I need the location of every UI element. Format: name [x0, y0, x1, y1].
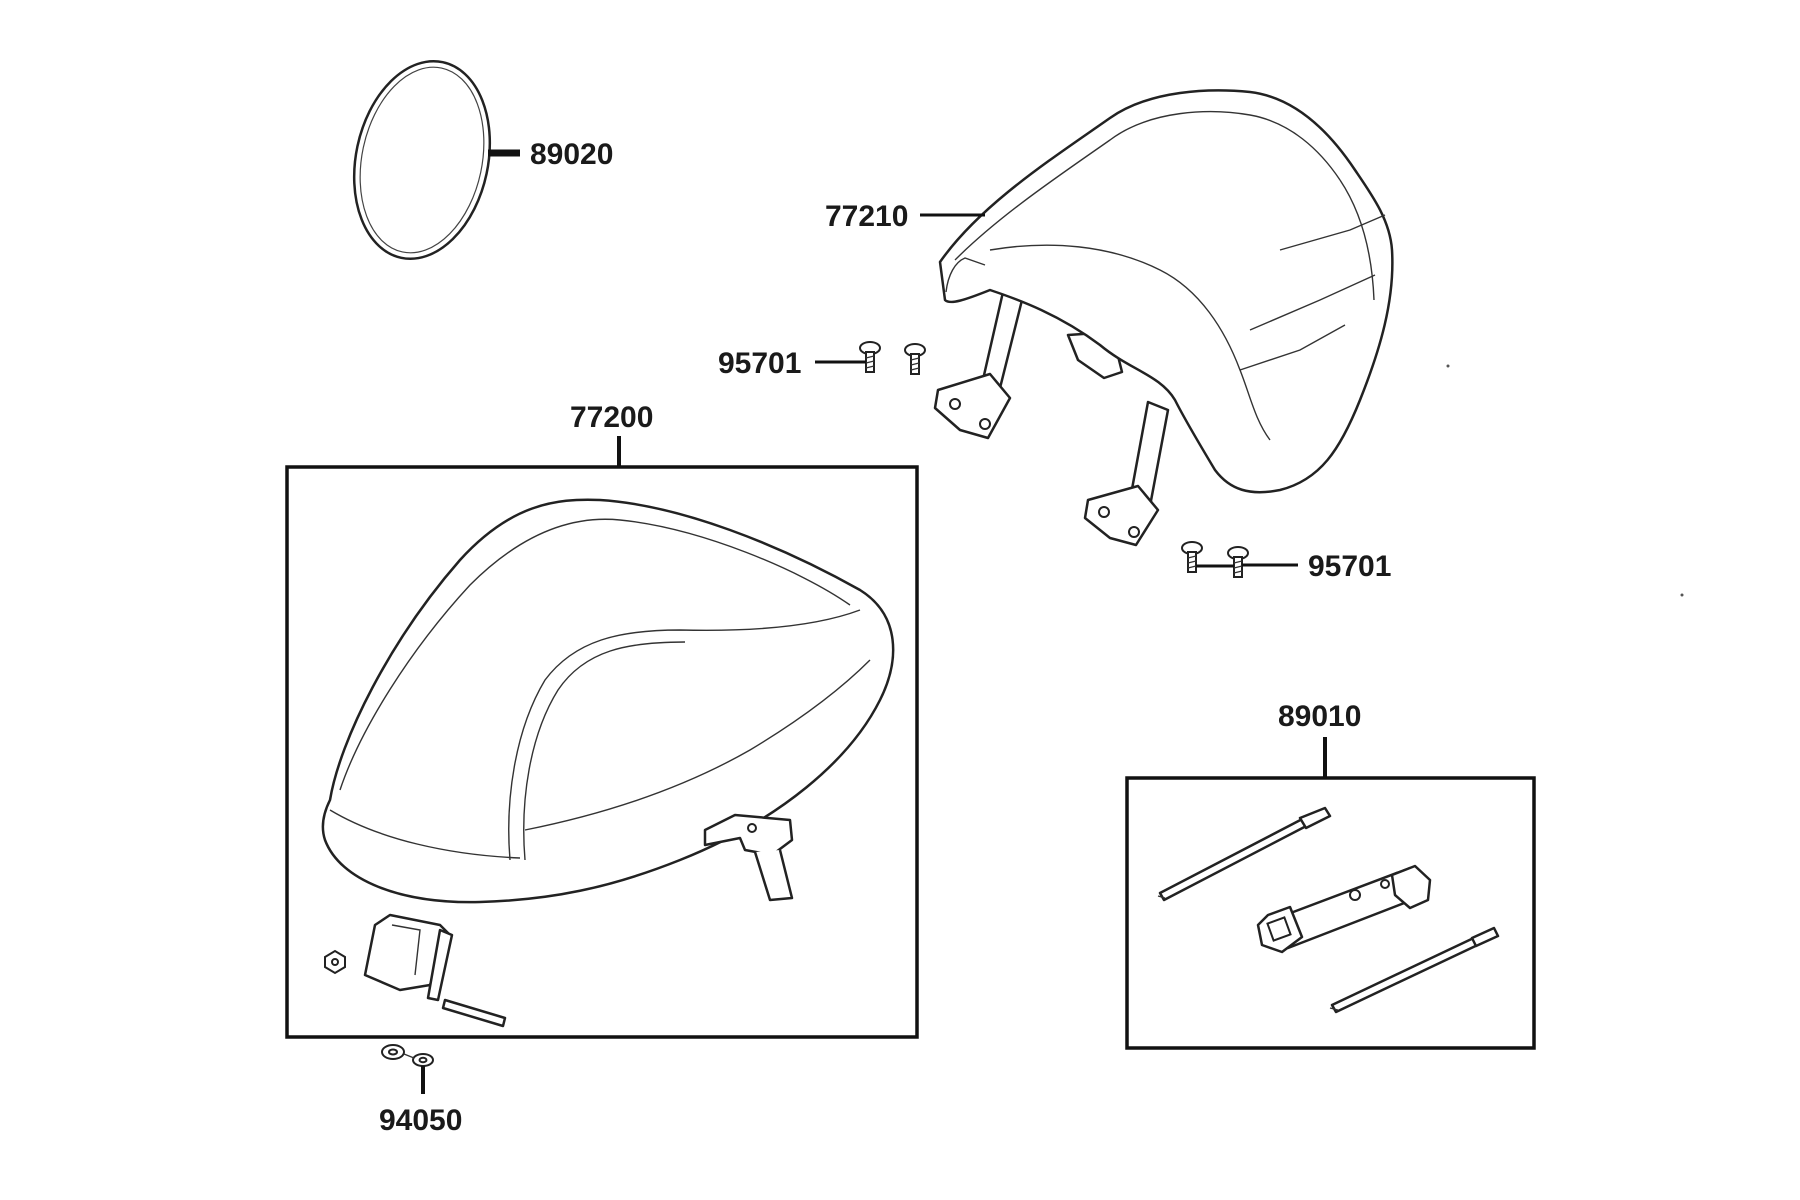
bolts-lower-illustration	[1181, 541, 1249, 578]
part-89010: 89010	[1125, 700, 1536, 1050]
scan-dot	[1446, 364, 1450, 368]
part-89020: 89020	[352, 59, 613, 261]
label-95701-lower: 95701	[1308, 550, 1391, 583]
part-77210: 77210	[825, 89, 1394, 547]
label-77210: 77210	[825, 200, 908, 233]
label-95701-upper: 95701	[718, 347, 801, 380]
oring-illustration	[352, 59, 492, 261]
spanner-tube-illustration	[1256, 864, 1432, 954]
label-94050: 94050	[379, 1104, 462, 1137]
label-77200: 77200	[570, 401, 653, 434]
label-89010: 89010	[1278, 700, 1361, 733]
bolts-upper-illustration	[859, 341, 926, 375]
main-seat-illustration	[321, 498, 895, 904]
screwdriver-lower-illustration	[1329, 926, 1500, 1014]
rear-seat-illustration	[933, 89, 1394, 547]
pin-illustration	[441, 998, 507, 1028]
clips-illustration	[381, 1044, 434, 1067]
box-77200	[285, 465, 919, 1039]
part-95701-upper: 95701	[718, 341, 926, 380]
seat-latch-bracket-illustration	[324, 913, 507, 1028]
part-77200: 77200	[285, 401, 919, 1039]
box-89010	[1125, 776, 1536, 1050]
screwdriver-upper-illustration	[1157, 806, 1332, 902]
part-95701-lower: 95701	[1181, 541, 1391, 583]
seat-hinge-bracket-illustration	[703, 813, 794, 902]
label-89020: 89020	[530, 138, 613, 171]
scan-dot	[1680, 593, 1684, 597]
part-94050: 94050	[379, 1044, 462, 1137]
